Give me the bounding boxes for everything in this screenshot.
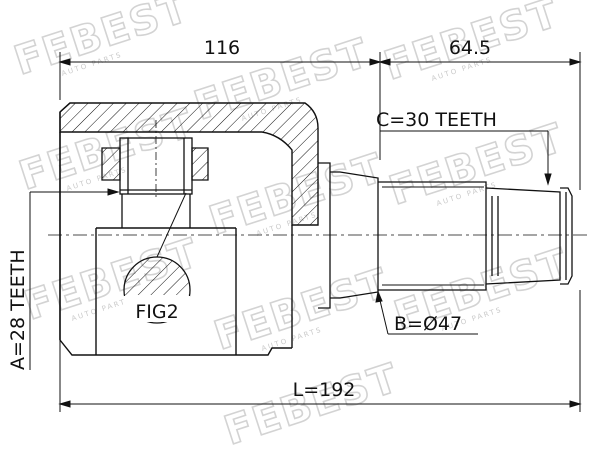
leader-a [29,188,120,370]
housing [59,102,319,356]
dimension-length [58,290,582,412]
leader-b [375,290,478,335]
dimension-64-5 [378,52,582,190]
spline-c-label: C=30 TEETH [376,109,497,131]
watermark-brand: FEBEST [9,0,195,85]
length-label: L=192 [293,379,356,401]
fig2-label: FIG2 [135,301,178,323]
leader-c [380,130,552,186]
dimension-116 [58,52,382,160]
shaft-stub [318,162,573,309]
watermark-brand: FEBEST [219,355,405,450]
diameter-b-label: B=Ø47 [394,313,462,335]
spline-a-label: A=28 TEETH [7,249,29,370]
tripod-roller [101,120,209,228]
watermark-brand: FEBEST [209,260,395,360]
dimension-116-label: 116 [204,37,240,59]
dimension-64-5-label: 64.5 [449,37,491,59]
